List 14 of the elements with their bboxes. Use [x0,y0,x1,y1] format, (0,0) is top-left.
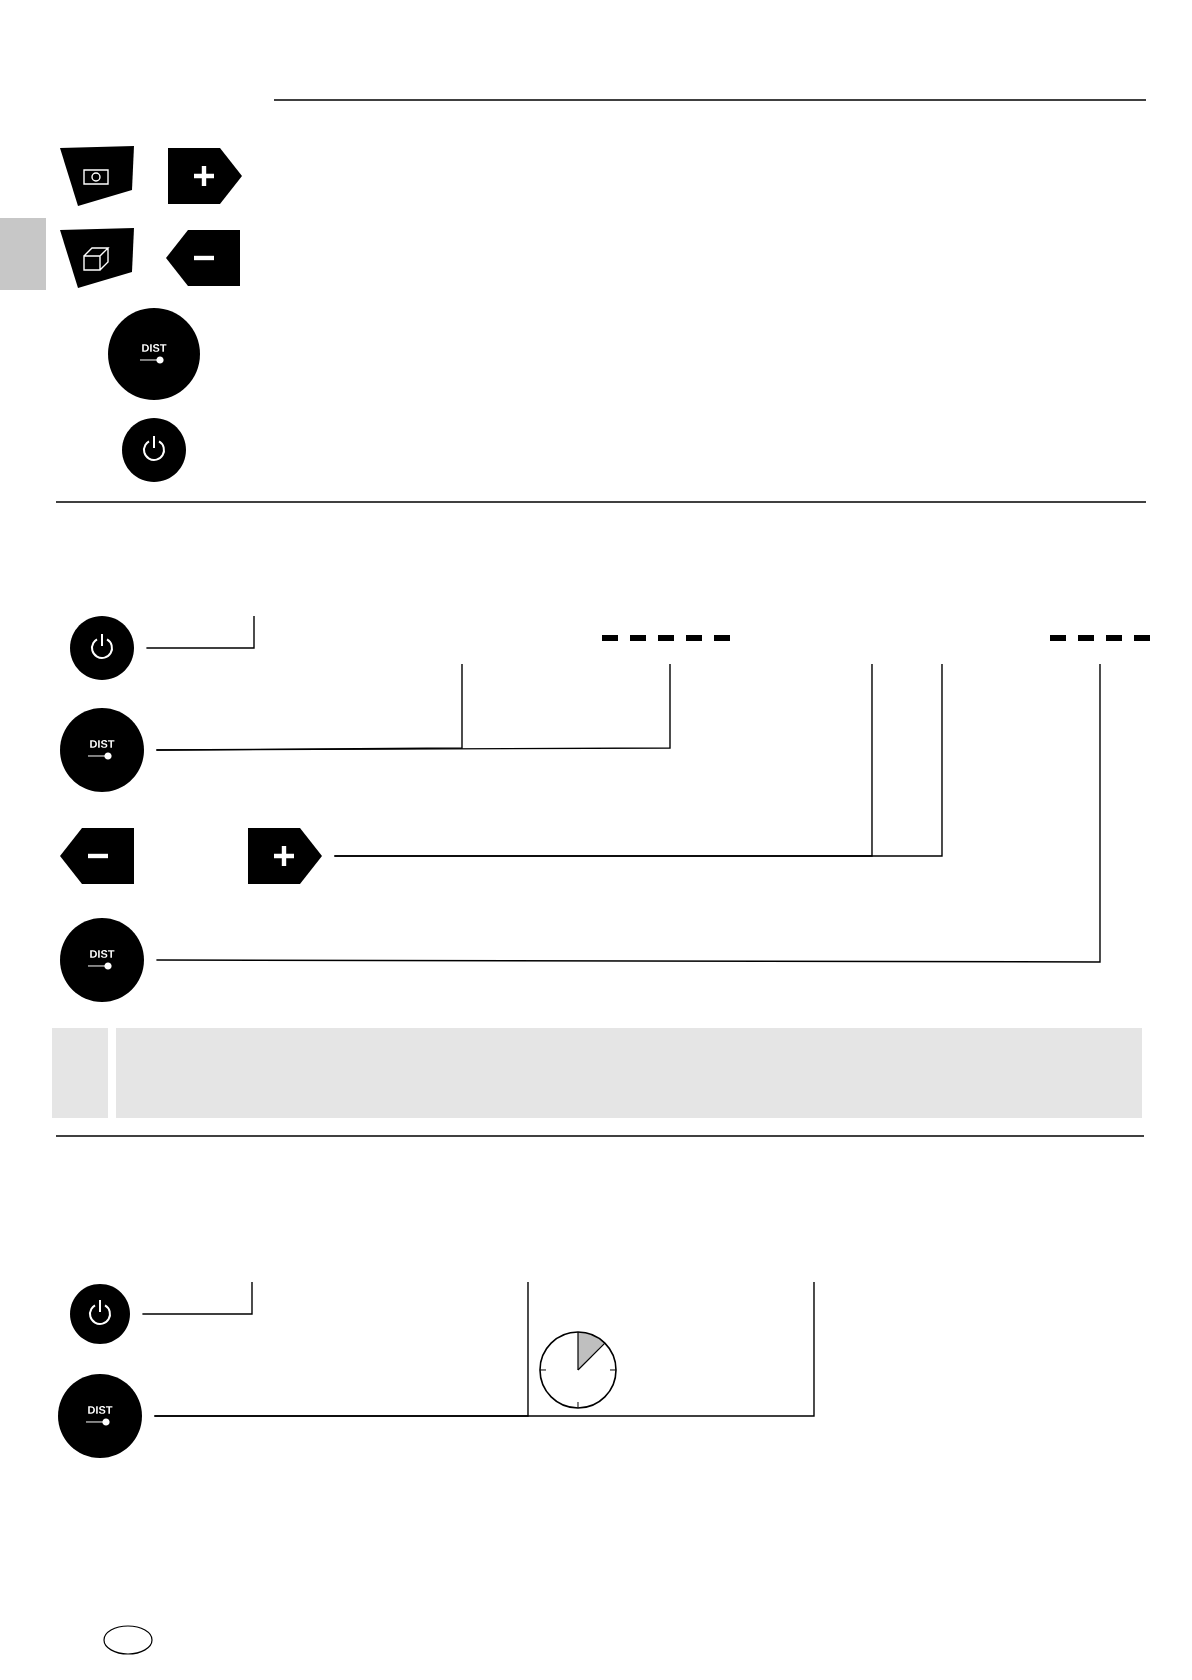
leader-line [155,663,671,751]
minus-button [166,230,240,286]
leader-line [145,615,255,649]
plus-button [248,828,322,884]
minus-button [60,828,134,884]
power-button [122,418,186,482]
power-button [70,1284,130,1344]
plus-button [168,148,242,204]
power-button [70,616,134,680]
leader-line [153,1281,815,1417]
leader-line [141,1281,253,1315]
mode-button [60,146,134,206]
mode-button [60,228,134,288]
leader-line [155,663,1101,963]
